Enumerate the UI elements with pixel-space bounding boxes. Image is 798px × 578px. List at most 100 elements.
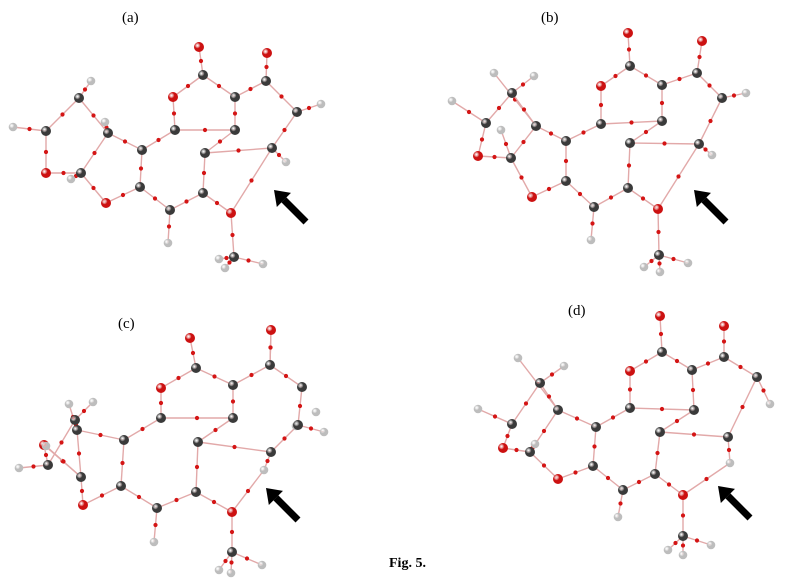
hydrogen-atom	[473, 404, 483, 414]
bond-critical-point	[249, 372, 254, 378]
carbon-atom	[719, 352, 729, 362]
bond-critical-point	[761, 388, 766, 393]
hydrogen-atom	[14, 463, 24, 473]
bond-critical-point	[152, 196, 158, 201]
hydrogen-atom	[447, 96, 457, 106]
carbon-atom	[229, 252, 239, 262]
carbon-atom	[657, 80, 667, 90]
hydrogen-atom	[8, 122, 18, 132]
oxygen-atom	[194, 42, 204, 52]
panel-c-label: (c)	[118, 316, 135, 332]
hydrogen-atom	[64, 399, 74, 409]
bond-critical-point	[581, 130, 586, 135]
hydrogen-atom	[66, 174, 76, 184]
bond-critical-point	[521, 107, 527, 112]
carbon-atom	[531, 121, 541, 131]
bond-critical-point	[279, 94, 284, 99]
oxygen-atom	[168, 92, 178, 102]
bond-critical-point	[216, 83, 222, 89]
bond-critical-point	[492, 414, 498, 419]
oxygen-atom	[226, 208, 236, 218]
hydrogen-atom	[214, 565, 224, 575]
bond-critical-point	[479, 137, 485, 142]
bond-critical-point	[721, 339, 727, 344]
hydrogen-atom	[319, 427, 329, 437]
bond-critical-point	[629, 120, 634, 125]
bond-critical-point	[76, 451, 82, 456]
hydrogen-atom	[655, 267, 665, 277]
hydrogen-atom	[257, 560, 267, 570]
arrow-icon	[694, 190, 729, 225]
bond-critical-point	[212, 374, 217, 379]
hydrogen-atom	[683, 258, 693, 268]
bond-critical-point	[264, 64, 269, 70]
bond-critical-point	[297, 403, 303, 409]
molecule-graph-b	[447, 28, 751, 277]
carbon-atom	[191, 487, 201, 497]
carbon-atom	[119, 435, 129, 445]
hydrogen-atom	[88, 397, 98, 407]
bond-critical-point	[541, 428, 547, 434]
oxygen-atom	[227, 507, 237, 517]
bond-critical-point	[726, 447, 732, 453]
carbon-atom	[265, 360, 275, 370]
molecule-graph-d	[473, 311, 775, 560]
bond-critical-point	[230, 399, 236, 404]
bond-critical-point	[740, 404, 745, 410]
bond-critical-point	[92, 150, 97, 156]
bond-critical-point	[138, 166, 144, 171]
carbon-atom	[103, 128, 113, 138]
bond-critical-point	[213, 427, 218, 433]
carbon-atom	[694, 139, 704, 149]
carbon-atom	[678, 531, 688, 541]
bond-critical-point	[680, 543, 686, 548]
hydrogen-atom	[281, 157, 291, 167]
bond-critical-point	[60, 112, 65, 117]
bond-critical-point	[61, 170, 66, 176]
oxygen-atom	[697, 36, 707, 46]
hydrogen-atom	[513, 353, 523, 363]
hydrogen-atom	[707, 150, 717, 160]
carbon-atom	[625, 403, 635, 413]
oxygen-atom	[78, 500, 88, 510]
carbon-atom	[752, 372, 762, 382]
hydrogen-atom	[311, 407, 321, 417]
hydrogen-atom	[725, 458, 735, 468]
arrow-icon	[274, 190, 309, 225]
carbon-atom	[266, 447, 276, 457]
bond-critical-point	[43, 452, 49, 458]
molecule-graph-c	[14, 325, 329, 578]
bond-critical-point	[704, 476, 709, 482]
bond-critical-point	[655, 450, 660, 456]
bond-critical-point	[136, 494, 142, 500]
bond-critical-point	[697, 54, 702, 60]
carbon-atom	[507, 88, 517, 98]
bond-critical-point	[308, 426, 314, 431]
carbon-atom	[654, 250, 664, 260]
oxygen-atom	[156, 383, 166, 393]
carbon-atom	[689, 405, 699, 415]
oxygen-atom	[262, 48, 272, 58]
bond-critical-point	[492, 154, 497, 160]
carbon-atom	[170, 125, 180, 135]
oxygen-atom	[498, 443, 508, 453]
bond-critical-point	[120, 192, 126, 198]
bond-critical-point	[268, 345, 273, 350]
hydrogen-atom	[214, 254, 224, 264]
bond-critical-point	[626, 163, 632, 168]
bond-critical-point	[153, 522, 158, 528]
carbon-atom	[43, 460, 53, 470]
bond-critical-point	[194, 464, 200, 470]
panel-b-label: (b)	[541, 10, 559, 26]
bond-critical-point	[643, 73, 649, 78]
bond-critical-point	[176, 375, 181, 381]
bond-critical-point	[590, 221, 595, 226]
bond-critical-point	[283, 373, 289, 379]
bond-critical-point	[643, 359, 649, 364]
carbon-atom	[561, 136, 571, 146]
bond-critical-point	[194, 415, 200, 421]
bond-critical-point	[282, 127, 287, 133]
bond-critical-point	[573, 470, 578, 475]
carbon-atom	[596, 119, 606, 129]
carbon-atom	[193, 437, 203, 447]
